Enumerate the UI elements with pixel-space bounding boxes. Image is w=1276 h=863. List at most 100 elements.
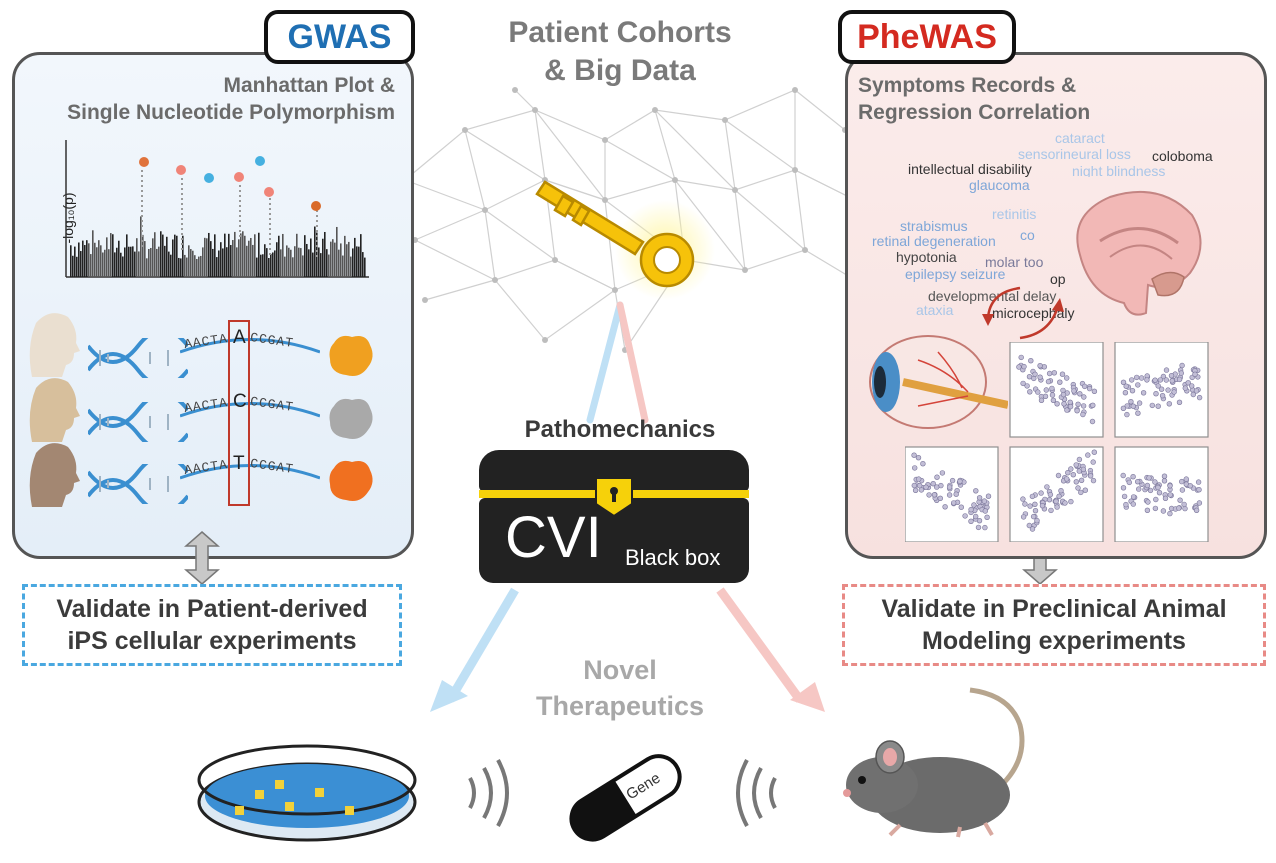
scatter-point — [1177, 497, 1183, 503]
scatter-point — [1122, 389, 1129, 396]
scatter-point — [1153, 496, 1159, 503]
manhattan-bar — [184, 254, 186, 277]
manhattan-bar — [220, 242, 222, 277]
scatter-point — [1158, 386, 1165, 392]
manhattan-bar — [286, 245, 288, 277]
snp-base-3: T — [233, 453, 245, 474]
word-ataxia: ataxia — [916, 302, 954, 318]
manhattan-bar — [188, 245, 190, 277]
pathomechanics-label: Pathomechanics — [524, 416, 716, 443]
scatter-point — [1082, 487, 1089, 493]
scatter-point — [1027, 389, 1033, 395]
manhattan-bar — [142, 234, 144, 277]
scatter-point — [1155, 383, 1161, 389]
scatter-point — [1068, 498, 1074, 505]
scatter-point — [1090, 477, 1097, 484]
manhattan-bar — [102, 252, 104, 277]
scatter-point — [1129, 387, 1136, 394]
manhattan-bar — [236, 247, 238, 277]
scatter-point — [1067, 403, 1074, 410]
manhattan-bar — [300, 248, 302, 277]
scatter-point — [1160, 373, 1167, 380]
manhattan-bar — [346, 244, 348, 277]
manhattan-bar — [122, 256, 124, 277]
phewas-tag: PheWAS — [838, 10, 1016, 64]
manhattan-bar — [256, 257, 258, 277]
manhattan-bar — [138, 251, 140, 277]
scatter-point — [1029, 526, 1036, 532]
manhattan-bar — [124, 247, 126, 277]
manhattan-bar — [282, 233, 284, 277]
scatter-point — [1076, 456, 1083, 463]
scatter-point — [984, 514, 990, 521]
network-graph — [402, 87, 858, 353]
scatter-point — [1062, 500, 1068, 506]
manhattan-bar — [166, 236, 168, 277]
scatter-point — [942, 504, 948, 510]
protein-blob-3 — [329, 460, 373, 501]
scatter-point — [1185, 380, 1191, 386]
scatter-point — [934, 474, 940, 480]
manhattan-bar — [308, 249, 310, 277]
scatter-point — [1046, 370, 1053, 377]
scatter-point — [1030, 513, 1037, 520]
manhattan-bar — [80, 251, 82, 277]
manhattan-bar — [106, 237, 108, 277]
manhattan-bar — [120, 252, 122, 277]
manhattan-bar — [98, 240, 100, 277]
manhattan-bar — [214, 234, 216, 277]
scatter-point — [1155, 403, 1161, 409]
manhattan-bar — [272, 252, 274, 277]
scatter-point — [939, 470, 946, 476]
novel-line1: Novel — [583, 655, 657, 685]
validate-animal-line1: Validate in Preclinical Animal — [881, 595, 1227, 623]
person-head-dark — [29, 443, 80, 507]
manhattan-bar — [216, 257, 218, 277]
manhattan-bar — [94, 242, 96, 277]
manhattan-bar — [110, 233, 112, 277]
scatter-point — [982, 524, 988, 531]
snp-highlight-box — [228, 320, 250, 506]
manhattan-bar — [328, 254, 330, 277]
manhattan-bar — [84, 245, 86, 277]
scatter-point — [1089, 418, 1096, 425]
gwas-subtitle-line2: Single Nucleotide Polymorphism — [67, 101, 395, 124]
scatter-point — [1020, 380, 1026, 387]
scatter-point — [1129, 377, 1135, 383]
scatter-point — [1078, 489, 1084, 496]
word-cataract: cataract — [1055, 130, 1105, 146]
manhattan-bar — [104, 249, 106, 277]
scatter-point — [1130, 494, 1137, 500]
scatter-point — [1075, 485, 1081, 491]
scatter-point — [1189, 383, 1195, 389]
manhattan-bar — [178, 257, 180, 277]
manhattan-bar — [332, 239, 334, 277]
scatter-point — [957, 478, 963, 485]
manhattan-bar — [252, 244, 254, 277]
manhattan-bar — [128, 246, 130, 277]
scatter-point — [1181, 501, 1187, 508]
scatter-point — [1196, 487, 1202, 493]
scatter-point — [1020, 514, 1027, 520]
scatter-point — [1080, 411, 1086, 418]
scatter-point — [1073, 462, 1079, 468]
manhattan-bar — [358, 246, 360, 277]
scatter-point — [1134, 374, 1140, 381]
scatter-point — [1090, 402, 1096, 408]
novel-line2: Therapeutics — [535, 691, 705, 721]
manhattan-bar — [322, 238, 324, 277]
scatter-point — [1135, 479, 1141, 485]
manhattan-bar — [210, 241, 212, 277]
gene-pill: Gene — [555, 752, 695, 842]
scatter-point — [1065, 470, 1071, 476]
manhattan-bar — [246, 245, 248, 277]
scatter-point — [1038, 397, 1045, 403]
scatter-point — [1178, 370, 1184, 376]
manhattan-bar — [266, 248, 268, 277]
manhattan-bar — [182, 235, 184, 277]
manhattan-bar — [162, 234, 164, 277]
dna-strand-arcs — [180, 338, 320, 480]
scatter-point — [1144, 482, 1151, 489]
scatter-point — [1152, 505, 1159, 512]
mouse-icon — [843, 687, 1025, 838]
